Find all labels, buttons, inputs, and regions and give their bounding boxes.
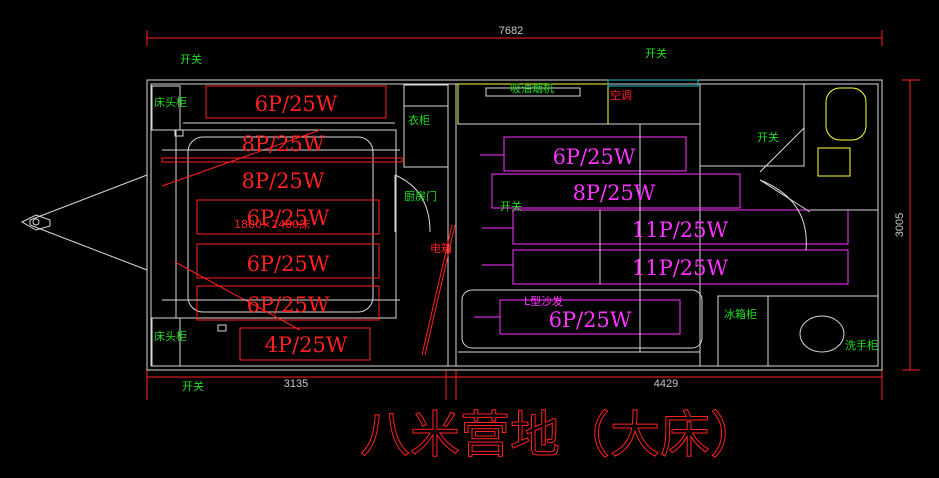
- light-label: 6P/25W: [553, 145, 636, 169]
- living-area: [457, 83, 849, 366]
- switch-label: 开关: [182, 379, 204, 393]
- bedroom: [151, 84, 449, 367]
- electrical-box-label: 电箱: [430, 241, 452, 255]
- ac-label: 空调: [610, 88, 632, 102]
- bathroom: [607, 79, 878, 367]
- dimension-lines: [146, 30, 920, 400]
- range-hood-label: 吸油烟机: [510, 81, 554, 95]
- wardrobe-label: 衣柜: [408, 113, 430, 127]
- switch-label: 开关: [180, 52, 202, 66]
- switch-label: 开关: [757, 130, 779, 144]
- light-label: 6P/25W: [247, 293, 330, 317]
- switch-label: 开关: [500, 199, 522, 213]
- dim-left-length: 3135: [284, 378, 308, 390]
- switch-label: 开关: [645, 46, 667, 60]
- light-label: 4P/25W: [265, 333, 348, 357]
- bedside-cabinet-label: 床头柜: [154, 329, 187, 343]
- light-label: 11P/25W: [632, 256, 729, 280]
- dim-right-length: 4429: [654, 378, 678, 390]
- basin-cabinet-label: 洗手柜: [845, 338, 878, 352]
- kitchen-door-label: 厨房门: [404, 189, 437, 203]
- light-label: 6P/25W: [549, 308, 632, 332]
- dim-total-length: 7682: [499, 25, 523, 37]
- light-label: 6P/25W: [247, 206, 330, 230]
- l-sofa-label: L型沙发: [524, 294, 563, 308]
- light-label: 6P/25W: [255, 92, 338, 116]
- bed-size-label: 1800×2400床: [234, 217, 310, 231]
- dim-width: 3005: [894, 213, 906, 237]
- light-label: 8P/25W: [242, 169, 325, 193]
- tow-hitch: [20, 174, 148, 271]
- light-label: 11P/25W: [632, 218, 729, 242]
- drawing-title: 八米营地（大床）: [360, 406, 760, 464]
- kitchen-door-area: [394, 84, 457, 366]
- fridge-label: 冰箱柜: [724, 307, 757, 321]
- light-label: 6P/25W: [247, 252, 330, 276]
- bedside-cabinet-label: 床头柜: [154, 95, 187, 109]
- light-label: 8P/25W: [573, 181, 656, 205]
- light-label: 8P/25W: [242, 132, 325, 156]
